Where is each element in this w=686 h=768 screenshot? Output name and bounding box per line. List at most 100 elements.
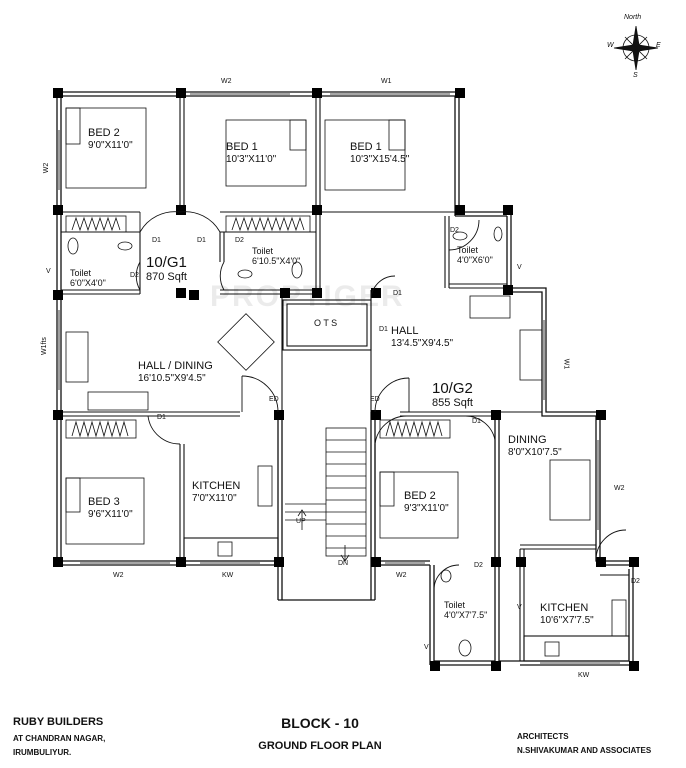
room-dimension: 6'10.5"X4'0" [252, 256, 301, 267]
staircase [285, 427, 367, 562]
door-tag: ED [269, 396, 279, 403]
door-tag: D1 [197, 237, 206, 244]
window-tag: W1 [562, 358, 570, 370]
compass-west-label: W [607, 42, 614, 49]
room-name: HALL [391, 325, 419, 337]
room-dimension: 9'3"X11'0" [404, 502, 449, 514]
structural-columns [53, 88, 639, 671]
room-kitchen-g2: KITCHEN 10'6"X7'7.5" [540, 602, 594, 626]
door-tag: D2 [235, 237, 244, 244]
room-bed2-g2: BED 2 9'3"X11'0" [404, 490, 449, 514]
builder-name: RUBY BUILDERS [13, 716, 104, 728]
interior-walls [61, 96, 630, 662]
unit-label-g1: 10/G1 870 Sqft [146, 254, 187, 284]
door-tag: D1 [379, 326, 388, 333]
room-name: BED 2 [88, 127, 120, 139]
door-tag: D1 [157, 414, 166, 421]
window-tag: W2 [43, 162, 51, 174]
room-toilet-g2b: Toilet 4'0"X7'7.5" [444, 600, 487, 621]
window-tag: KW [578, 672, 590, 679]
room-name: BED 3 [88, 496, 120, 508]
block-title: BLOCK - 10 [281, 715, 359, 731]
vent-tag: V [424, 644, 429, 651]
vent-tag: V [46, 268, 51, 275]
door-tag: D2 [631, 578, 640, 585]
room-toilet-g2a: Toilet 4'0"X6'0" [457, 245, 493, 266]
door-tag: ED [370, 396, 380, 403]
room-dimension: 7'0"X11'0" [192, 492, 237, 504]
door-tag: D1 [393, 290, 402, 297]
beds [65, 107, 459, 545]
builder-address-line2: IRUMBULIYUR. [13, 748, 72, 757]
room-dimension: 10'3"X11'0" [226, 153, 277, 165]
room-dimension: 9'6"X11'0" [88, 508, 133, 520]
room-bed1-a: BED 1 10'3"X11'0" [226, 141, 276, 165]
room-dimension: 4'0"X7'7.5" [444, 610, 488, 621]
room-hall-dining: HALL / DINING 16'10.5"X9'4.5" [138, 360, 213, 384]
furniture [65, 295, 627, 637]
room-dimension: 8'0"X10'7.5" [508, 446, 562, 458]
room-name: Toilet [252, 246, 274, 256]
unit-area: 855 Sqft [432, 397, 473, 410]
room-name: DINING [508, 434, 547, 446]
windows [58, 93, 620, 664]
room-name: BED 2 [404, 490, 436, 502]
door-swings [135, 211, 627, 591]
unit-label-g2: 10/G2 855 Sqft [432, 380, 473, 410]
room-dimension: 6'0"X4'0" [70, 278, 106, 289]
room-ots: O T S [314, 318, 338, 328]
plan-title: GROUND FLOOR PLAN [258, 740, 382, 752]
vent-tag: V [517, 264, 522, 271]
room-name: Toilet [70, 268, 92, 278]
compass-rose [613, 25, 659, 71]
room-dimension: 10'6"X7'7.5" [540, 614, 594, 626]
door-tag: D2 [450, 227, 459, 234]
window-tag: W2 [113, 572, 124, 579]
room-hall-g2: HALL 13'4.5"X9'4.5" [391, 325, 453, 349]
window-tag: W2 [396, 572, 407, 579]
wardrobes [65, 215, 451, 439]
window-tag: W1 [381, 78, 392, 85]
room-name: BED 1 [226, 141, 258, 153]
room-bed1-b: BED 1 10'3"X15'4.5" [350, 141, 409, 165]
room-dimension: 4'0"X6'0" [457, 255, 493, 266]
door-tag: D1 [472, 418, 481, 425]
fixtures [67, 226, 560, 657]
window-tag: KW [222, 572, 234, 579]
room-dimension: 13'4.5"X9'4.5" [391, 337, 454, 349]
unit-area: 870 Sqft [146, 271, 187, 284]
door-tag: D1 [152, 237, 161, 244]
room-toilet-g1a: Toilet 6'0"X4'0" [70, 268, 106, 289]
room-dimension: 10'3"X15'4.5" [350, 153, 410, 165]
room-toilet-g1b: Toilet 6'10.5"X4'0" [252, 246, 300, 267]
compass-north-label: North [624, 14, 642, 21]
room-name: BED 1 [350, 141, 382, 153]
stair-up-tag: UP [296, 518, 306, 525]
room-bed2-g1: BED 2 9'0"X11'0" [88, 127, 133, 151]
window-tag: W2 [614, 485, 625, 492]
room-dining-g2: DINING 8'0"X10'7.5" [508, 434, 562, 458]
room-name: KITCHEN [192, 480, 241, 492]
door-tag: D2 [130, 272, 139, 279]
room-name: HALL / DINING [138, 360, 213, 372]
compass-south-label: S [633, 72, 638, 79]
room-bed3: BED 3 9'6"X11'0" [88, 496, 133, 520]
room-dimension: 16'10.5"X9'4.5" [138, 372, 206, 384]
stair-down-tag: DN [338, 560, 349, 567]
room-kitchen-g1: KITCHEN 7'0"X11'0" [192, 480, 240, 504]
unit-code: 10/G2 [432, 380, 473, 397]
room-name: KITCHEN [540, 602, 589, 614]
window-tag: W2 [221, 78, 232, 85]
architects-label: ARCHITECTS [517, 732, 569, 741]
vent-tag: V [517, 604, 522, 611]
architects-name: N.SHIVAKUMAR AND ASSOCIATES [517, 746, 652, 755]
unit-code: 10/G1 [146, 254, 187, 271]
builder-address-line1: AT CHANDRAN NAGAR, [13, 734, 106, 743]
room-name: Toilet [457, 245, 479, 255]
door-tag: D2 [474, 562, 483, 569]
window-tag: W1fts [40, 337, 48, 355]
room-dimension: 9'0"X11'0" [88, 139, 133, 151]
watermark: PROPTIGER [210, 280, 405, 313]
compass-east-label: E [656, 42, 661, 49]
